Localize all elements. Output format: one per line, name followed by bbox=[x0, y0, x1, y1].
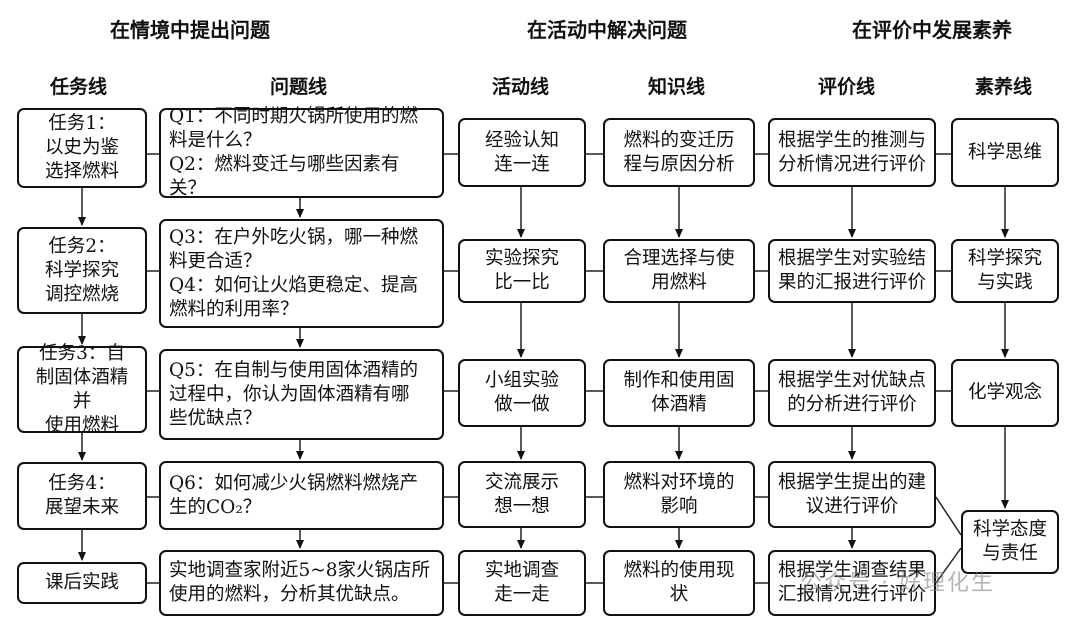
task-box-2: 任务2： 科学探究 调控燃烧 bbox=[17, 227, 147, 314]
header-activity: 在活动中解决问题 bbox=[527, 18, 687, 42]
watermark: 公众号 · 好理化生 bbox=[800, 571, 995, 596]
task-box-1: 任务1： 以史为鉴 选择燃料 bbox=[17, 108, 147, 188]
question-box-5: 实地调查家附近5~8家火锅店所 使用的燃料，分析其优缺点。 bbox=[159, 550, 444, 616]
activity-box-2: 实验探究 比一比 bbox=[458, 239, 586, 303]
question-box-2: Q3：在户外吃火锅，哪一种燃 料更合适？ Q4：如何让火焰更稳定、提高 燃料的利… bbox=[159, 219, 444, 328]
activity-box-3: 小组实验 做一做 bbox=[458, 359, 586, 427]
question-box-4: Q6：如何减少火锅燃料燃烧产 生的CO₂？ bbox=[159, 461, 444, 530]
evaluation-box-5: 根据学生调查结果 汇报情况进行评价 bbox=[768, 550, 936, 616]
header-evaluation: 在评价中发展素养 bbox=[852, 18, 1012, 42]
activity-box-5: 实地调查 走一走 bbox=[458, 550, 586, 616]
literacy-box-4: 科学态度 与责任 bbox=[961, 510, 1059, 574]
evaluation-box-3: 根据学生对优缺点 的分析进行评价 bbox=[768, 359, 936, 427]
header-situation: 在情境中提出问题 bbox=[110, 18, 270, 42]
column-activity-line: 活动线 bbox=[492, 76, 550, 98]
column-evaluation-line: 评价线 bbox=[818, 76, 876, 98]
column-question-line: 问题线 bbox=[270, 76, 328, 98]
knowledge-box-5: 燃料的使用现 状 bbox=[603, 550, 755, 616]
activity-box-1: 经验认知 连一连 bbox=[458, 118, 586, 187]
column-knowledge-line: 知识线 bbox=[648, 76, 706, 98]
knowledge-box-4: 燃料对环境的 影响 bbox=[603, 461, 755, 528]
activity-box-4: 交流展示 想一想 bbox=[458, 461, 586, 528]
evaluation-box-4: 根据学生提出的建 议进行评价 bbox=[768, 461, 936, 528]
knowledge-box-3: 制作和使用固 体酒精 bbox=[603, 359, 755, 427]
question-box-3: Q5：在自制与使用固体酒精的 过程中，你认为固体酒精有哪 些优缺点？ bbox=[159, 349, 444, 440]
evaluation-box-1: 根据学生的推测与 分析情况进行评价 bbox=[768, 118, 936, 187]
evaluation-box-2: 根据学生对实验结 果的汇报进行评价 bbox=[768, 239, 936, 303]
column-literacy-line: 素养线 bbox=[975, 76, 1033, 98]
column-task-line: 任务线 bbox=[50, 76, 108, 98]
knowledge-box-1: 燃料的变迁历 程与原因分析 bbox=[603, 118, 755, 187]
task-box-3: 任务3：自 制固体酒精并 使用燃料 bbox=[17, 343, 147, 436]
literacy-box-1: 科学思维 bbox=[951, 118, 1059, 187]
task-box-after-class: 课后实践 bbox=[17, 562, 147, 604]
task-box-4: 任务4： 展望未来 bbox=[17, 462, 147, 530]
literacy-box-2: 科学探究 与实践 bbox=[951, 239, 1059, 303]
knowledge-box-2: 合理选择与使 用燃料 bbox=[603, 239, 755, 303]
question-box-1: Q1：不同时期火锅所使用的燃 料是什么？ Q2：燃料变迁与哪些因素有关？ bbox=[159, 106, 444, 199]
literacy-box-3: 化学观念 bbox=[951, 359, 1059, 427]
